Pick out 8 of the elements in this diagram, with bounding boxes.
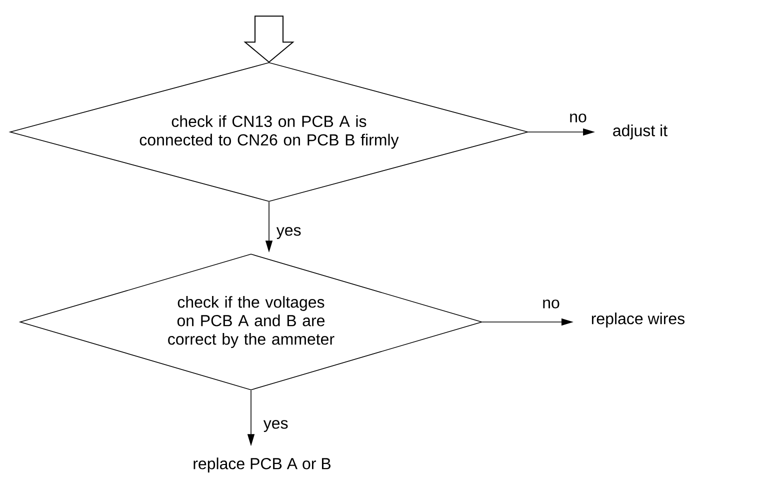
result-text: replace PCB A or B — [194, 458, 330, 472]
result-text: replace wires — [592, 312, 685, 328]
edge-label: yes — [275, 226, 302, 240]
block-arrow — [244, 16, 294, 63]
result-text: adjust it — [613, 124, 668, 140]
edge-label: no — [541, 298, 561, 310]
edge-label: no — [568, 112, 588, 124]
edge-label: yes — [262, 419, 290, 433]
